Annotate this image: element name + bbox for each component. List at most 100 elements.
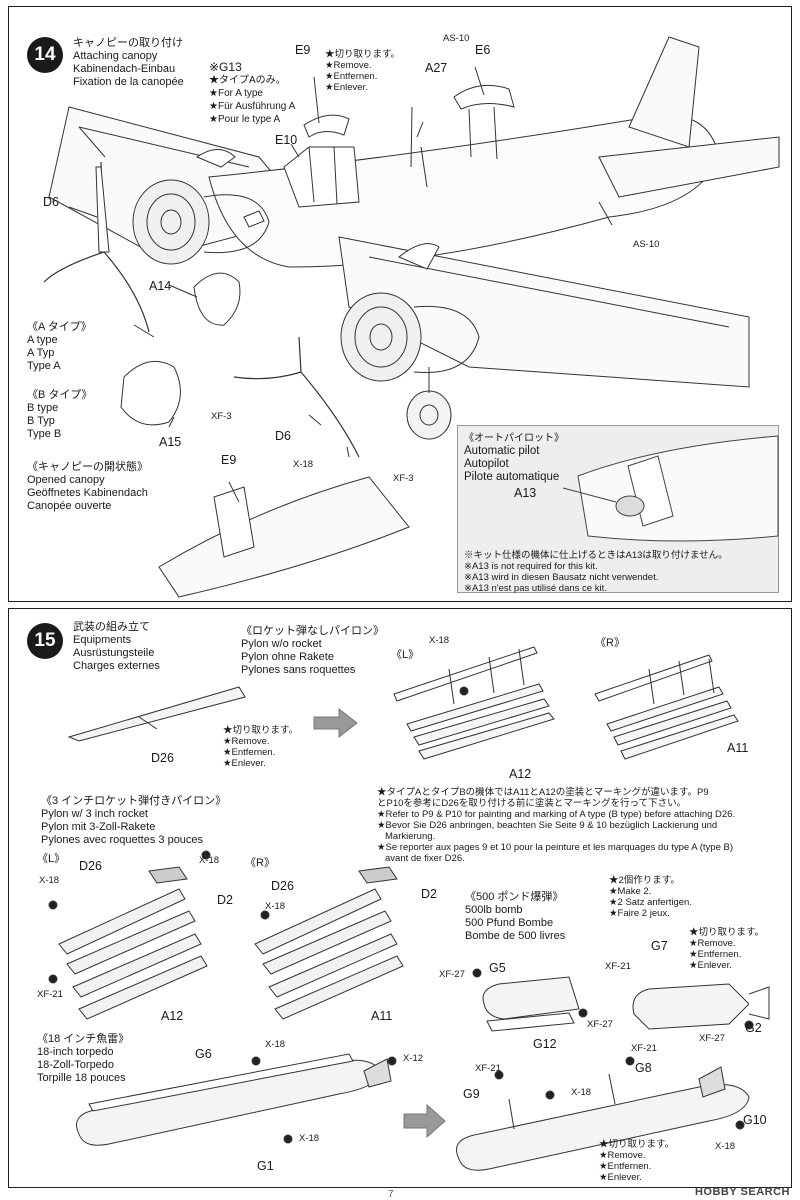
pylon-rocket-en: Pylon w/ 3 inch rocket <box>41 808 148 820</box>
remove-note-fr: ★Enlever. <box>325 82 368 93</box>
part-label-xf21-torp-b: XF-21 <box>631 1043 657 1054</box>
part-label-g7: G7 <box>651 939 668 953</box>
part-label-a27: A27 <box>425 61 448 75</box>
part-label-d26: D26 <box>151 751 174 765</box>
part-label-g1: G1 <box>257 1159 274 1173</box>
step-title-de: Ausrüstungsteile <box>73 647 155 659</box>
bomb-remove-en: ★Remove. <box>689 938 736 949</box>
type-b-spinner-note: 《B タイプ》 B type B Typ Type B <box>27 389 92 441</box>
step-title-en: Attaching canopy <box>73 50 158 62</box>
autopilot-jp: 《オートパイロット》 <box>464 433 564 444</box>
part-label-e6: E6 <box>475 43 491 57</box>
part-label-as10-right: AS-10 <box>633 239 660 250</box>
torpedo-remove-note: ★切り取ります。 ★Remove. ★Entfernen. ★Enlever. <box>599 1139 674 1183</box>
g13-code: ※G13 <box>209 60 242 74</box>
pylon-rocket-left-label: 《L》 <box>37 853 66 865</box>
autopilot-note-de: ※A13 wird in diesen Bausatz nicht verwen… <box>464 572 659 583</box>
type-note-de1: ★Bevor Sie D26 anbringen, beachten Sie S… <box>377 820 718 831</box>
type-b-fr: Type B <box>27 428 62 440</box>
type-note-jp1: ★タイプAとタイプBの機体ではA11とA12の塗装とマーキングが違います。P9 <box>377 787 709 798</box>
page-number: 7 <box>388 1189 394 1200</box>
pylon-no-rocket-jp: 《ロケット弾なしパイロン》 <box>241 625 384 637</box>
autopilot-heading: 《オートパイロット》 Automatic pilot Autopilot Pil… <box>464 432 564 484</box>
step-title-jp: 武装の組み立て <box>73 621 150 633</box>
part-label-a11-rocket: A11 <box>371 1009 393 1023</box>
bomb-remove-jp: ★切り取ります。 <box>689 927 765 938</box>
part-label-x12: X-12 <box>403 1053 424 1064</box>
torpedo-remove-fr: ★Enlever. <box>599 1172 642 1183</box>
opened-jp: 《キャノピーの開状態》 <box>27 461 148 473</box>
equipment-assembly-drawing <box>48 646 770 1171</box>
autopilot-en: Automatic pilot <box>464 445 540 457</box>
torpedo-remove-en: ★Remove. <box>599 1150 646 1161</box>
g13-fr: ★Pour le type A <box>209 114 281 125</box>
autopilot-drawing <box>562 435 779 542</box>
part-label-xf21-torp-a: XF-21 <box>475 1063 501 1074</box>
torpedo-de: 18-Zoll-Torpedo <box>37 1059 115 1071</box>
type-ab-note: ★タイプAとタイプBの機体ではA11とA12の塗装とマーキングが違います。P9 … <box>377 787 735 864</box>
part-label-x18-torp-a: X-18 <box>265 1039 286 1050</box>
pylon-no-rocket-fr: Pylones sans roquettes <box>241 664 356 676</box>
g13-note: ※G13 ★タイプAのみ。 ★For A type ★Für Ausführun… <box>209 61 295 126</box>
step-title-de: Kabinendach-Einbau <box>73 63 176 75</box>
pylon-rocket-de: Pylon mit 3-Zoll-Rakete <box>41 821 156 833</box>
type-a-en: A type <box>27 334 58 346</box>
step-14-panel: 14 キャノピーの取り付け Attaching canopy Kabinenda… <box>8 6 792 602</box>
part-label-xf27-c: XF-27 <box>699 1033 725 1044</box>
bomb-make2-jp: ★2個作ります。 <box>609 875 680 886</box>
part-label-a14: A14 <box>149 279 172 293</box>
part-label-g6: G6 <box>195 1047 212 1061</box>
part-label-x18-c: X-18 <box>265 901 286 912</box>
pylon-rocket-jp: 《3 インチロケット弾付きパイロン》 <box>41 795 227 807</box>
g13-de: ★Für Ausführung A <box>209 101 296 112</box>
part-label-g5: G5 <box>489 961 506 975</box>
part-label-e9-open: E9 <box>221 453 237 467</box>
part-label-g12: G12 <box>533 1037 557 1051</box>
bomb-remove-note: ★切り取ります。 ★Remove. ★Entfernen. ★Enlever. <box>689 927 764 971</box>
step-15-panel: 15 武装の組み立て Equipments Ausrüstungsteile C… <box>8 608 792 1188</box>
part-label-xf3-left: XF-3 <box>211 411 232 422</box>
g13-jp: ★タイプAのみ。 <box>209 75 286 86</box>
d26-remove-fr: ★Enlever. <box>223 758 266 769</box>
part-label-x18: X-18 <box>429 635 450 646</box>
pylon-no-rocket-en: Pylon w/o rocket <box>241 638 322 650</box>
d26-remove-note: ★切り取ります。 ★Remove. ★Entfernen. ★Enlever. <box>223 725 298 769</box>
d26-remove-jp: ★切り取ります。 <box>223 725 299 736</box>
opened-canopy-note: 《キャノピーの開状態》 Opened canopy Geöffnetes Kab… <box>27 461 148 513</box>
bomb-heading: 《500 ポンド爆弾》 500lb bomb 500 Pfund Bombe B… <box>465 891 565 943</box>
autopilot-note-en: ※A13 is not required for this kit. <box>464 561 598 572</box>
d26-remove-en: ★Remove. <box>223 736 270 747</box>
step-title-block: 武装の組み立て Equipments Ausrüstungsteile Char… <box>73 621 160 673</box>
type-a-de: A Typ <box>27 347 55 359</box>
autopilot-de: Autopilot <box>464 458 509 470</box>
part-label-xf27-a: XF-27 <box>439 969 465 980</box>
part-label-d2-left: D2 <box>217 893 233 907</box>
autopilot-notes: ※キット仕様の機体に仕上げるときはA13は取り付けません。 ※A13 is no… <box>464 550 728 594</box>
part-label-e10: E10 <box>275 133 298 147</box>
torpedo-heading: 《18 インチ魚雷》 18-inch torpedo 18-Zoll-Torpe… <box>37 1033 129 1085</box>
watermark: HOBBY SEARCH <box>694 1186 790 1198</box>
bomb-en: 500lb bomb <box>465 904 523 916</box>
type-note-de2: Markierung. <box>385 831 436 842</box>
step-title-jp: キャノピーの取り付け <box>73 37 183 49</box>
pylon-no-rocket-left-label: 《L》 <box>391 649 420 661</box>
part-label-xf21-bomb: XF-21 <box>605 961 631 972</box>
remove-note-jp: ★切り取ります。 <box>325 49 401 60</box>
part-label-d26-left: D26 <box>79 859 102 873</box>
step-title-en: Equipments <box>73 634 132 646</box>
step-title-block: キャノピーの取り付け Attaching canopy Kabinendach-… <box>73 37 184 89</box>
part-label-x18-torp-b: X-18 <box>299 1133 320 1144</box>
d26-remove-de: ★Entfernen. <box>223 747 276 758</box>
part-label-e9: E9 <box>295 43 311 57</box>
step-title-fr: Fixation de la canopée <box>73 76 184 88</box>
torpedo-jp: 《18 インチ魚雷》 <box>37 1033 130 1045</box>
aircraft-assembly-drawing <box>43 36 780 598</box>
bomb-make2-note: ★2個作ります。 ★Make 2. ★2 Satz anfertigen. ★F… <box>609 875 692 919</box>
pylon-no-rocket-de: Pylon ohne Rakete <box>241 651 334 663</box>
bomb-remove-fr: ★Enlever. <box>689 960 732 971</box>
part-label-a11: A11 <box>727 741 749 755</box>
part-label-xf3-right: XF-3 <box>393 473 414 484</box>
autopilot-note-jp: ※キット仕様の機体に仕上げるときはA13は取り付けません。 <box>464 550 728 561</box>
type-b-jp: 《B タイプ》 <box>27 389 93 401</box>
type-b-de: B Typ <box>27 415 55 427</box>
